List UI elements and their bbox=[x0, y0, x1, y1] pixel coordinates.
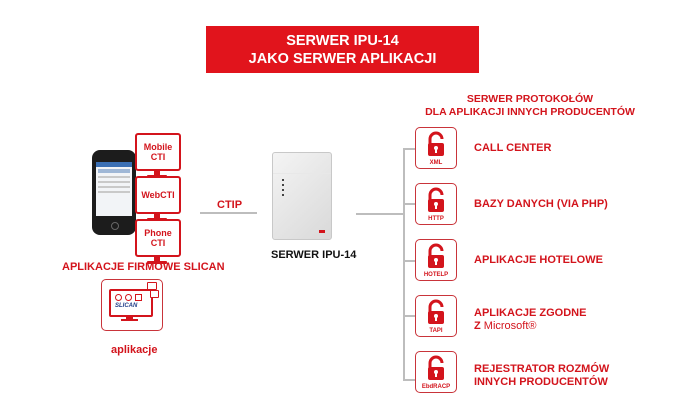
ctip-label: CTIP bbox=[217, 199, 243, 211]
branch-connector bbox=[403, 379, 415, 381]
monitor-label: CTI bbox=[150, 238, 166, 248]
protocol-ebdracp-box: EbdRACP bbox=[415, 351, 457, 393]
apps-caption: aplikacje bbox=[111, 344, 158, 356]
item-line-1: BAZY DANYCH (VIA PHP) bbox=[474, 198, 608, 210]
protocol-hotelp-box: HOTELP bbox=[415, 239, 457, 281]
protocol-item-label: BAZY DANYCH (VIA PHP) bbox=[474, 198, 608, 211]
slican-apps-caption: APLIKACJE FIRMOWE SLICAN bbox=[62, 261, 225, 273]
unlocked-padlock-icon bbox=[428, 243, 444, 268]
slican-apps-tile: SLICAN bbox=[101, 279, 163, 331]
title-line-2: JAKO SERWER APLIKACJI bbox=[248, 50, 437, 67]
item-line-2: INNYCH PRODUCENTÓW bbox=[474, 376, 608, 388]
ctip-connector bbox=[200, 212, 257, 214]
item-line-1: APLIKACJE HOTELOWE bbox=[474, 254, 603, 266]
protocol-label: HTTP bbox=[428, 216, 444, 222]
protocol-label: HOTELP bbox=[423, 272, 449, 278]
protocol-label: XML bbox=[429, 160, 443, 166]
protocol-item-label: CALL CENTER bbox=[474, 142, 551, 155]
item-prefix: Z bbox=[474, 320, 484, 332]
protocol-tapi-box: TAPI bbox=[415, 295, 457, 337]
monitor-label: Phone bbox=[144, 228, 172, 238]
title-line-1: SERWER IPU-14 bbox=[286, 32, 399, 49]
protocol-http-box: HTTP bbox=[415, 183, 457, 225]
server-connector bbox=[356, 213, 404, 215]
protocol-xml-box: XML bbox=[415, 127, 457, 169]
protocol-label: EbdRACP bbox=[421, 384, 451, 390]
slican-logo: SLICAN bbox=[115, 303, 138, 309]
item-line-2: Z Microsoft® bbox=[474, 320, 586, 333]
item-line-1: CALL CENTER bbox=[474, 142, 552, 154]
branch-connector bbox=[403, 260, 415, 262]
unlocked-padlock-icon bbox=[428, 299, 444, 324]
monitor-webcti: WebCTI bbox=[135, 176, 181, 221]
branch-connector bbox=[403, 203, 415, 205]
microsoft-brand: Microsoft® bbox=[483, 320, 537, 332]
monitor-label: CTI bbox=[150, 152, 166, 162]
protocol-server-title: SERWER PROTOKOŁÓW DLA APLIKACJI INNYCH P… bbox=[405, 93, 655, 119]
item-line-1: APLIKACJE ZGODNE bbox=[474, 307, 587, 319]
bus-connector bbox=[403, 148, 405, 380]
server-label: SERWER IPU-14 bbox=[271, 249, 357, 261]
branch-connector bbox=[403, 315, 415, 317]
title-banner: SERWER IPU-14 JAKO SERWER APLIKACJI bbox=[206, 26, 479, 73]
unlocked-padlock-icon bbox=[428, 355, 444, 380]
protocol-title-line-2: DLA APLIKACJI INNYCH PRODUCENTÓW bbox=[425, 106, 635, 118]
monitor-label: WebCTI bbox=[141, 190, 175, 200]
smartphone-icon bbox=[92, 150, 136, 235]
protocol-title-line-1: SERWER PROTOKOŁÓW bbox=[466, 93, 594, 105]
branch-connector bbox=[403, 148, 415, 150]
protocol-label: TAPI bbox=[429, 328, 443, 334]
monitor-label: Mobile bbox=[143, 142, 173, 152]
unlocked-padlock-icon bbox=[428, 187, 444, 212]
server-device-icon bbox=[272, 152, 332, 240]
item-line-1: REJESTRATOR ROZMÓW bbox=[474, 363, 610, 375]
unlocked-padlock-icon bbox=[428, 131, 444, 156]
protocol-item-label: APLIKACJE HOTELOWE bbox=[474, 254, 603, 267]
